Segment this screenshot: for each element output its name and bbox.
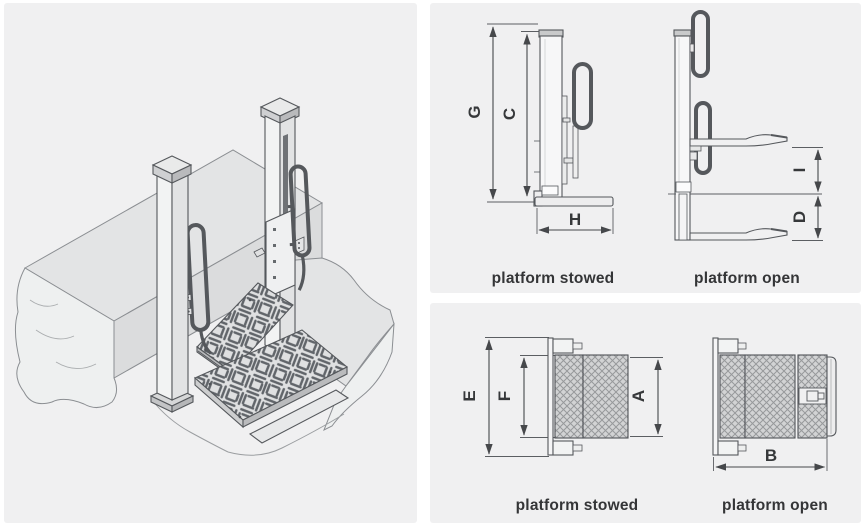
stowed-platform-edge bbox=[561, 95, 574, 185]
isometric-drawing bbox=[14, 97, 395, 456]
handrail-post bbox=[572, 125, 579, 179]
dim-label-b: B bbox=[765, 446, 777, 465]
dim-label-a: A bbox=[629, 390, 648, 402]
open-platform-plan bbox=[719, 354, 837, 439]
platform-bolts bbox=[208, 336, 332, 419]
ground-break-lines bbox=[151, 399, 345, 456]
caption-plan-open: platform open bbox=[722, 497, 828, 514]
dim-label-c: C bbox=[500, 108, 519, 120]
open-wall-rail bbox=[712, 337, 747, 456]
side-view-stowed: G C bbox=[465, 23, 615, 287]
stowed-base bbox=[533, 185, 614, 207]
dim-label-d: D bbox=[790, 211, 809, 223]
plan-view-open: B platform open bbox=[712, 337, 837, 514]
dim-label-f: F bbox=[495, 391, 514, 401]
side-elevations-panel: G C bbox=[430, 3, 861, 293]
rear-handrail bbox=[287, 164, 312, 291]
open-lower-handrail bbox=[694, 101, 712, 175]
caption-side-open: platform open bbox=[694, 270, 800, 287]
plan-view-stowed: E F A platform stowed bbox=[460, 337, 663, 514]
carriage-plate bbox=[265, 208, 296, 299]
caption-plan-stowed: platform stowed bbox=[516, 497, 639, 514]
side-elevations-drawing: G C bbox=[465, 10, 823, 287]
ramp-latch bbox=[798, 387, 827, 405]
front-handrail bbox=[184, 223, 213, 355]
platform-apron bbox=[248, 389, 350, 444]
guide-slot bbox=[283, 134, 288, 218]
front-mast bbox=[149, 155, 195, 413]
carriage-holes bbox=[273, 228, 276, 279]
platform-deck bbox=[193, 329, 350, 444]
stowed-wall-rail bbox=[547, 337, 583, 456]
platform-lowered bbox=[689, 228, 788, 241]
side-view-open: I D platform open bbox=[668, 10, 823, 287]
dim-label-g: G bbox=[465, 105, 484, 118]
dim-label-h: H bbox=[569, 210, 581, 229]
dim-label-i: I bbox=[790, 168, 809, 173]
broken-edge-texture bbox=[29, 299, 97, 369]
plan-views-drawing: E F A platform stowed bbox=[460, 337, 837, 514]
dim-label-e: E bbox=[460, 390, 479, 401]
caption-side-stowed: platform stowed bbox=[492, 270, 615, 287]
stowed-mast bbox=[534, 29, 564, 199]
wall-bracket bbox=[253, 247, 266, 258]
platform-raised bbox=[689, 134, 788, 147]
stowed-handrail bbox=[572, 62, 593, 130]
isometric-panel bbox=[4, 3, 417, 523]
open-upper-handrail bbox=[691, 10, 710, 78]
stowed-platform-plan bbox=[554, 354, 629, 439]
plan-views-panel: E F A platform stowed bbox=[430, 303, 861, 523]
